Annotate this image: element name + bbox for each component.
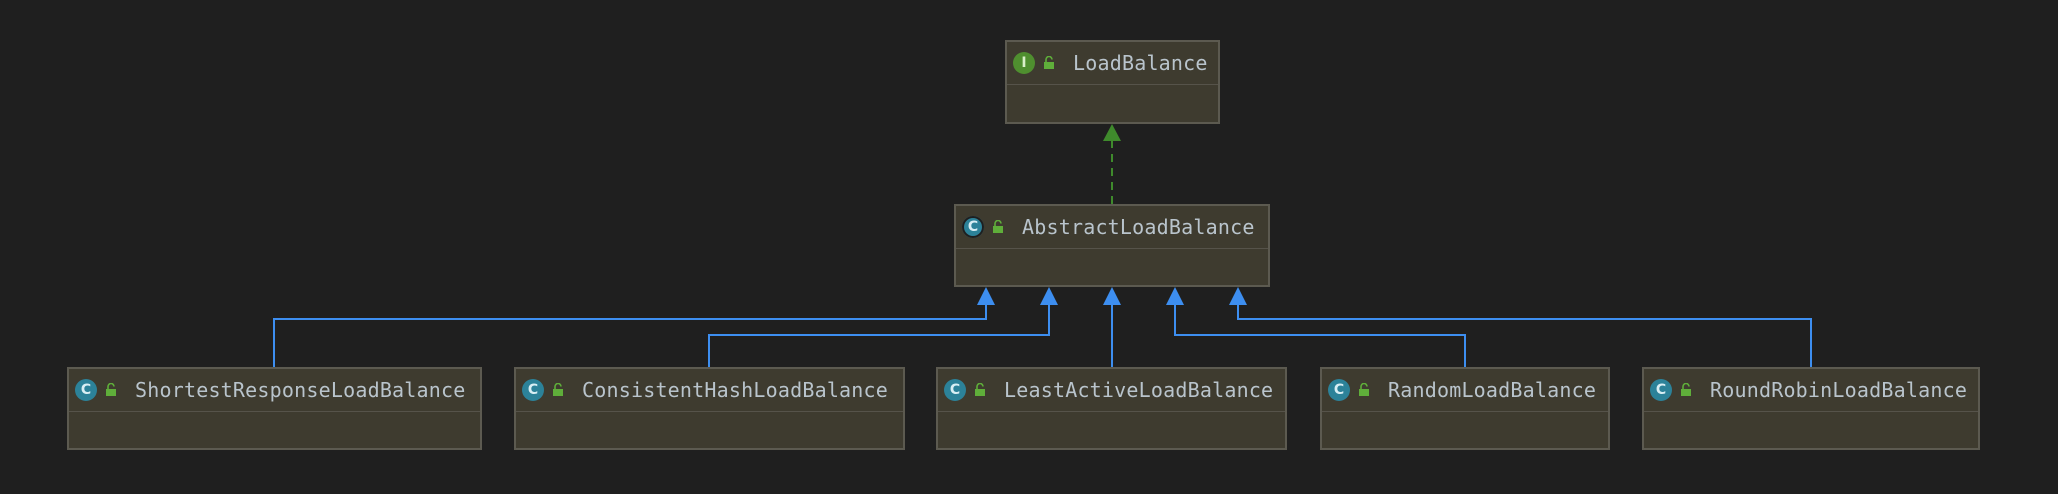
class-icon: C bbox=[522, 379, 544, 401]
unlocked-public-icon bbox=[553, 383, 563, 396]
node-header: C RandomLoadBalance bbox=[1322, 369, 1608, 412]
interface-icon: I bbox=[1013, 52, 1035, 74]
extends-arrowhead-4 bbox=[1166, 287, 1184, 305]
node-shortestresponse-class[interactable]: C ShortestResponseLoadBalance bbox=[67, 367, 482, 450]
node-header: I LoadBalance bbox=[1007, 42, 1218, 85]
node-members bbox=[1322, 412, 1608, 445]
node-members bbox=[1007, 85, 1218, 118]
class-icon: C bbox=[75, 379, 97, 401]
unlocked-public-icon bbox=[975, 383, 985, 396]
node-header: C ShortestResponseLoadBalance bbox=[69, 369, 480, 412]
class-name: ShortestResponseLoadBalance bbox=[135, 378, 466, 402]
edge-roundrobin-extends-abstract bbox=[1237, 304, 1812, 367]
node-header: C AbstractLoadBalance bbox=[956, 206, 1268, 249]
node-abstractloadbalance-class[interactable]: C AbstractLoadBalance bbox=[954, 204, 1270, 287]
node-header: C RoundRobinLoadBalance bbox=[1644, 369, 1978, 412]
extends-arrowhead-5 bbox=[1229, 287, 1247, 305]
node-consistenthash-class[interactable]: C ConsistentHashLoadBalance bbox=[514, 367, 905, 450]
class-name: RandomLoadBalance bbox=[1388, 378, 1597, 402]
class-icon: C bbox=[944, 379, 966, 401]
extends-arrowhead-3 bbox=[1103, 287, 1121, 305]
node-members bbox=[516, 412, 903, 445]
extends-arrowhead-1 bbox=[977, 287, 995, 305]
node-header: C ConsistentHashLoadBalance bbox=[516, 369, 903, 412]
edge-consistent-extends-abstract bbox=[708, 304, 1050, 367]
abstract-class-icon: C bbox=[962, 216, 984, 238]
edge-random-extends-abstract bbox=[1174, 304, 1466, 367]
node-members bbox=[938, 412, 1285, 445]
class-name: RoundRobinLoadBalance bbox=[1710, 378, 1968, 402]
class-icon: C bbox=[1650, 379, 1672, 401]
unlocked-public-icon bbox=[1359, 383, 1369, 396]
class-name: ConsistentHashLoadBalance bbox=[582, 378, 889, 402]
node-members bbox=[1644, 412, 1978, 445]
class-icon: C bbox=[1328, 379, 1350, 401]
class-name: AbstractLoadBalance bbox=[1022, 215, 1255, 239]
node-leastactive-class[interactable]: C LeastActiveLoadBalance bbox=[936, 367, 1287, 450]
edge-shortest-extends-abstract bbox=[273, 304, 987, 367]
unlocked-public-icon bbox=[1681, 383, 1691, 396]
unlocked-public-icon bbox=[993, 220, 1003, 233]
unlocked-public-icon bbox=[106, 383, 116, 396]
node-loadbalance-interface[interactable]: I LoadBalance bbox=[1005, 40, 1220, 124]
implements-arrowhead bbox=[1103, 124, 1121, 141]
node-header: C LeastActiveLoadBalance bbox=[938, 369, 1285, 412]
node-roundrobin-class[interactable]: C RoundRobinLoadBalance bbox=[1642, 367, 1980, 450]
unlocked-public-icon bbox=[1044, 56, 1054, 69]
node-members bbox=[69, 412, 480, 445]
extends-arrowhead-2 bbox=[1040, 287, 1058, 305]
class-name: LeastActiveLoadBalance bbox=[1004, 378, 1274, 402]
class-name: LoadBalance bbox=[1073, 51, 1208, 75]
node-random-class[interactable]: C RandomLoadBalance bbox=[1320, 367, 1610, 450]
node-members bbox=[956, 249, 1268, 282]
